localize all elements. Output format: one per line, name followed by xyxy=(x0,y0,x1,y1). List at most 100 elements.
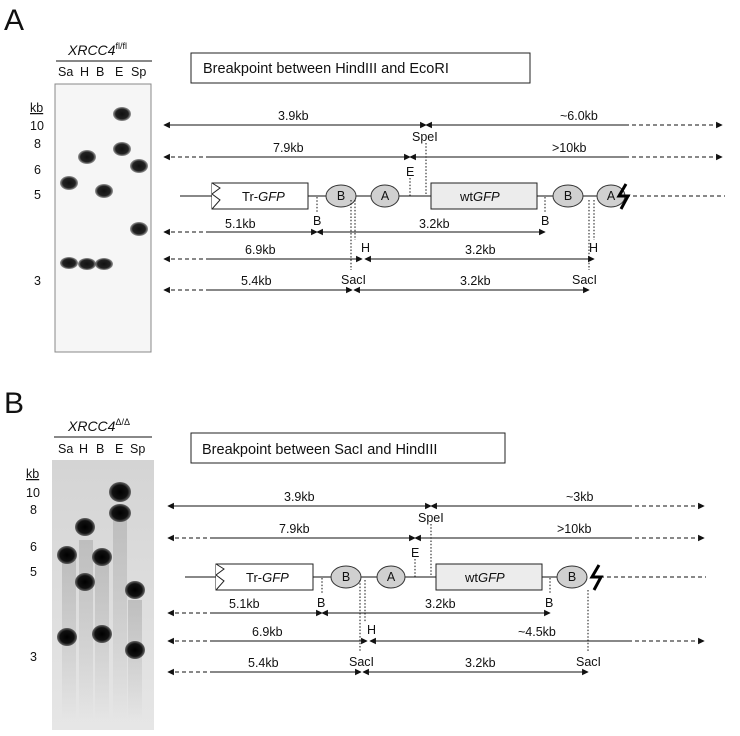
panel-b-wt-gfp-box xyxy=(435,563,543,591)
panel-b-circle-b1-label: B xyxy=(342,570,350,584)
panel-b-title: Breakpoint between SacI and HindIII xyxy=(202,442,437,458)
panel-a-title: Breakpoint between HindIII and EcoRI xyxy=(203,61,449,77)
panel-b-circle-a1-label: A xyxy=(387,570,396,584)
panel-a-tr-gfp-box xyxy=(211,182,309,210)
panel-a-second-right-size: >10kb xyxy=(552,141,586,155)
panel-b-circle-a1 xyxy=(376,565,406,589)
panel-b-kb-8: 8 xyxy=(30,503,37,517)
panel-b-e-site: E xyxy=(411,546,419,560)
panel-a-top-left-size: 3.9kb xyxy=(278,109,309,123)
panel-a-site-b2: B xyxy=(541,214,549,228)
panel-a-band xyxy=(95,258,113,270)
panel-b-letter: B xyxy=(4,387,24,420)
panel-a-band xyxy=(60,176,78,190)
panel-a-site-saci1: SacI xyxy=(341,273,366,287)
panel-a-top-right-size: ~6.0kb xyxy=(560,109,598,123)
panel-b-band xyxy=(57,546,77,564)
panel-a-spei-label: SpeI xyxy=(412,130,438,144)
panel-b-title-box xyxy=(190,432,506,464)
panel-a-band xyxy=(113,142,131,156)
panel-b-kb-3: 3 xyxy=(30,650,37,664)
panel-a-band xyxy=(78,258,96,270)
panel-b-band xyxy=(125,641,145,659)
panel-a-truncation-icon xyxy=(211,182,221,210)
panel-b-lane-e: E xyxy=(115,442,123,456)
panel-b-site-b2: B xyxy=(545,596,553,610)
panel-b-band xyxy=(109,504,131,522)
panel-b-kb-6: 6 xyxy=(30,540,37,554)
panel-a-letter: A xyxy=(4,4,24,37)
panel-b-row2-right-size: ~4.5kb xyxy=(518,625,556,639)
panel-b-row3-right-size: 3.2kb xyxy=(465,656,496,670)
panel-b-genotype: XRCC4Δ/Δ xyxy=(67,417,130,434)
panel-a-genotype: XRCC4fl/fl xyxy=(67,41,127,58)
panel-b-lane-smear xyxy=(128,600,142,720)
panel-a-circle-b1 xyxy=(325,184,357,208)
panel-a-kb-3: 3 xyxy=(34,274,41,288)
panel-a-band xyxy=(130,222,148,236)
panel-a-circle-b2 xyxy=(552,184,584,208)
panel-b-band xyxy=(75,518,95,536)
panel-a-row2-right-size: 3.2kb xyxy=(465,243,496,257)
panel-a-lane-sp: Sp xyxy=(131,65,146,79)
panel-b-band xyxy=(92,625,112,643)
panel-a-band xyxy=(95,184,113,198)
panel-a-kb-10: 10 xyxy=(30,119,44,133)
panel-b-kb-unit: kb xyxy=(26,467,39,481)
panel-b-second-left-size: 7.9kb xyxy=(279,522,310,536)
panel-a-kb-5: 5 xyxy=(34,188,41,202)
panel-a-kb-8: 8 xyxy=(34,137,41,151)
panel-a-kb-6: 6 xyxy=(34,163,41,177)
panel-a-row3-right-size: 3.2kb xyxy=(460,274,491,288)
panel-a-lane-sa: Sa xyxy=(58,65,73,79)
panel-a-circle-a1-label: A xyxy=(381,189,390,203)
panel-b-lane-sp: Sp xyxy=(130,442,145,456)
panel-b-site-saci2: SacI xyxy=(576,655,601,669)
panel-a-band xyxy=(130,159,148,173)
panel-a-row1-right-size: 3.2kb xyxy=(419,217,450,231)
panel-b-band xyxy=(57,628,77,646)
panel-b-kb-10: 10 xyxy=(26,486,40,500)
panel-b-lane-b: B xyxy=(96,442,104,456)
panel-a: A XRCC4fl/fl Sa H B E Sp kb 10 8 6 5 3 B… xyxy=(4,4,725,353)
panel-a-band xyxy=(78,150,96,164)
panel-b-breakpoint-icon xyxy=(589,564,604,591)
panel-b-tr-gfp-box xyxy=(215,563,314,591)
panel-a-site-b1: B xyxy=(313,214,321,228)
panel-a-circle-a2-label: A xyxy=(607,189,616,203)
panel-a-band xyxy=(60,257,78,269)
panel-b-circle-b1 xyxy=(330,565,362,589)
panel-b-truncation-icon xyxy=(215,563,225,591)
panel-a-row2-left-size: 6.9kb xyxy=(245,243,276,257)
panel-b-lane-smear xyxy=(113,520,127,720)
panel-b-top-left-size: 3.9kb xyxy=(284,490,315,504)
panel-b-lane-h: H xyxy=(79,442,88,456)
panel-b-site-h1: H xyxy=(367,623,376,637)
panel-b-site-saci1: SacI xyxy=(349,655,374,669)
panel-a-wt-gfp-box xyxy=(430,182,538,210)
panel-b-wt-gfp-label: wtGFP xyxy=(464,570,505,585)
panel-b-row2-left-size: 6.9kb xyxy=(252,625,283,639)
panel-a-circle-a1 xyxy=(370,184,400,208)
panel-b-kb-5: 5 xyxy=(30,565,37,579)
panel-b-band xyxy=(92,548,112,566)
panel-b-lane-sa: Sa xyxy=(58,442,73,456)
panel-b-circle-b2 xyxy=(556,565,588,589)
panel-b-band xyxy=(125,581,145,599)
panel-a-kb-unit: kb xyxy=(30,101,43,115)
panel-a-e-site: E xyxy=(406,165,414,179)
panel-b-lane-smear xyxy=(79,540,93,720)
panel-a-lane-e: E xyxy=(115,65,123,79)
panel-b-circle-b2-label: B xyxy=(568,570,576,584)
panel-b-tr-gfp-label: Tr-GFP xyxy=(246,570,289,585)
panel-b-top-right-size: ~3kb xyxy=(566,490,594,504)
panel-a-band xyxy=(113,107,131,121)
panel-a-second-left-size: 7.9kb xyxy=(273,141,304,155)
panel-b-site-b1: B xyxy=(317,596,325,610)
panel-a-circle-b1-label: B xyxy=(337,189,345,203)
panel-a-title-box xyxy=(190,52,531,84)
panel-a-site-h1: H xyxy=(361,241,370,255)
panel-b-spei-label: SpeI xyxy=(418,511,444,525)
panel-b-second-right-size: >10kb xyxy=(557,522,591,536)
